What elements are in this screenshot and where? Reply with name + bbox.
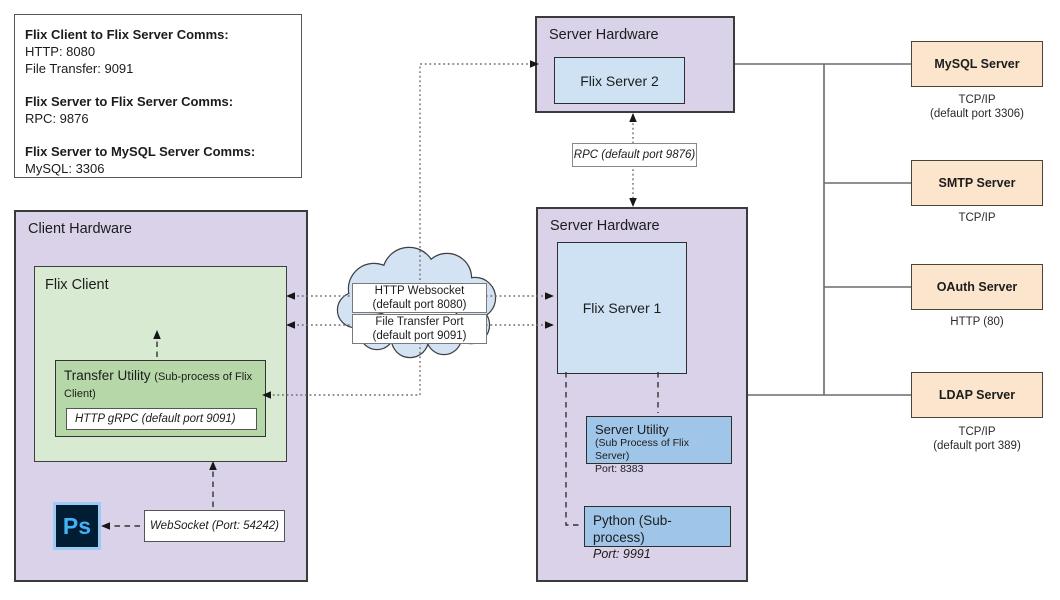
python-subprocess-box: Python (Sub-process) Port: 9991 [584, 506, 731, 561]
transfer-utility-subtitle: (Sub-process of Flix Client) [64, 371, 253, 400]
server-utility-port: Port: 8383 [595, 463, 644, 475]
box-title: Client Hardware [28, 221, 132, 237]
box-title: Server Hardware [549, 27, 659, 43]
flix-server-2-label: Flix Server 2 [580, 72, 659, 89]
flix-server-1-label: Flix Server 1 [582, 300, 662, 316]
oauth-server-box: OAuth Server [911, 264, 1043, 310]
mysql-server-box: MySQL Server [911, 41, 1043, 87]
legend-section: Flix Server to MySQL Server Comms: MySQL… [25, 143, 291, 177]
legend-title: Flix Server to MySQL Server Comms: [25, 144, 256, 159]
oauth-server-caption: HTTP (80) [950, 316, 1004, 328]
server-hardware-main-box: Server Hardware Flix Server 1 Server Uti… [536, 207, 748, 582]
cloud-label-file-transfer: File Transfer Port (default port 9091) [352, 314, 487, 344]
legend-line: File Transfer: 9091 [25, 61, 134, 76]
legend-section: Flix Client to Flix Server Comms: HTTP: … [25, 26, 291, 77]
box-title: Server Hardware [550, 218, 660, 234]
ldap-server-caption: TCP/IP (default port 389) [933, 426, 1021, 452]
rpc-port-label: RPC (default port 9876) [572, 143, 697, 167]
flix-client-box: Flix Client Transfer Utility (Sub-proces… [34, 266, 287, 462]
server-hardware-top-box: Server Hardware Flix Server 2 [535, 16, 735, 113]
client-hardware-box: Client Hardware Flix Client Transfer Uti… [14, 210, 308, 582]
websocket-port-label: WebSocket (Port: 54242) [144, 510, 285, 542]
photoshop-icon: Ps [53, 502, 101, 550]
legend-line: HTTP: 8080 [25, 44, 96, 59]
legend-title: Flix Server to Flix Server Comms: [25, 94, 234, 109]
smtp-server-caption: TCP/IP [958, 212, 996, 224]
server-utility-subtitle: (Sub Process of Flix Server) [595, 437, 689, 462]
smtp-server-box: SMTP Server [911, 160, 1043, 206]
legend-section: Flix Server to Flix Server Comms: RPC: 9… [25, 93, 291, 127]
python-port: Port: 9991 [593, 547, 651, 561]
server-utility-title: Server Utility [595, 422, 669, 437]
mysql-server-caption: TCP/IP (default port 3306) [930, 94, 1024, 120]
transfer-utility-box: Transfer Utility (Sub-process of Flix Cl… [55, 360, 266, 437]
ldap-server-box: LDAP Server [911, 372, 1043, 418]
python-title: Python (Sub-process) [593, 513, 672, 545]
legend-line: MySQL: 3306 [25, 161, 105, 176]
cloud-label-http-websocket: HTTP Websocket (default port 8080) [352, 283, 487, 313]
legend-title: Flix Client to Flix Server Comms: [25, 27, 229, 42]
flix-server-2-box: Flix Server 2 [554, 57, 685, 104]
server-utility-box: Server Utility (Sub Process of Flix Serv… [586, 416, 732, 475]
solid-connectors [735, 63, 911, 396]
grpc-port-label: HTTP gRPC (default port 9091) [66, 408, 257, 430]
legend-line: RPC: 9876 [25, 111, 89, 126]
flix-server-1-box: Flix Server 1 [557, 242, 687, 374]
transfer-utility-title: Transfer Utility [64, 368, 151, 383]
flix-client-label: Flix Client [45, 277, 109, 293]
legend-box: Flix Client to Flix Server Comms: HTTP: … [14, 14, 302, 178]
